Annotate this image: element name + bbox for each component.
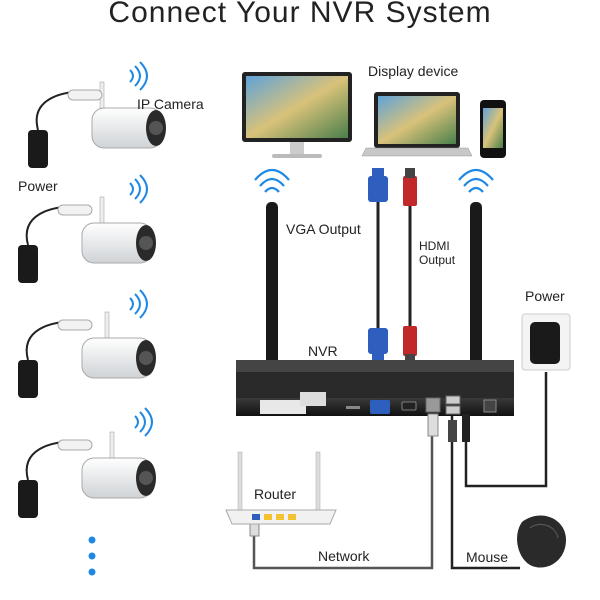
diagram-title: Connect Your NVR System xyxy=(108,0,492,29)
mouse-cable xyxy=(450,416,520,570)
phone-icon xyxy=(480,100,506,158)
mouse-icon xyxy=(517,515,566,568)
nvr-antenna-left xyxy=(266,202,278,378)
router-icon xyxy=(225,451,337,525)
more-cameras-dots xyxy=(88,536,96,576)
power-label-right: Power xyxy=(525,288,565,304)
power-adapter-icon xyxy=(521,313,571,371)
power-port-icon xyxy=(483,399,497,413)
camera-4 xyxy=(18,407,156,518)
power-adapter-icon xyxy=(18,245,38,283)
power-cable xyxy=(464,372,548,488)
wifi-icon xyxy=(458,168,494,193)
power-label-left: Power xyxy=(18,178,58,194)
nvr-label: NVR xyxy=(308,343,338,359)
wifi-icon xyxy=(134,407,153,437)
ip-camera-label: IP Camera xyxy=(137,96,204,112)
power-adapter-icon xyxy=(18,480,38,518)
nvr-antenna-right xyxy=(470,202,482,388)
camera-2 xyxy=(18,174,156,283)
display-device-label: Display device xyxy=(368,63,459,79)
laptop-icon xyxy=(361,92,473,157)
camera-1 xyxy=(28,61,166,168)
wifi-icon xyxy=(129,289,148,319)
nvr-device xyxy=(236,360,514,416)
usb-port-icon xyxy=(445,395,461,405)
mouse-label: Mouse xyxy=(466,549,509,565)
vga-cable xyxy=(368,168,388,362)
wifi-icon xyxy=(129,174,148,204)
hdmi-output-label-line1: HDMI xyxy=(419,239,450,253)
hdmi-cable xyxy=(403,168,417,362)
vga-port-icon xyxy=(370,400,390,414)
camera-3 xyxy=(18,289,156,398)
hdmi-port-icon xyxy=(401,401,417,411)
power-adapter-icon xyxy=(18,360,38,398)
usb-port-icon xyxy=(445,405,461,415)
hdmi-output-label-line2: Output xyxy=(419,253,456,267)
power-adapter-icon xyxy=(28,130,48,168)
network-label: Network xyxy=(318,548,370,564)
lan-port-icon xyxy=(425,397,441,413)
monitor-icon xyxy=(242,72,352,158)
router-label: Router xyxy=(254,486,297,502)
network-cable xyxy=(252,416,434,570)
wifi-icon xyxy=(254,168,290,193)
vga-output-label: VGA Output xyxy=(286,221,361,237)
wifi-icon xyxy=(129,61,148,91)
hdmi-output-label: HDMI Output xyxy=(419,239,455,267)
